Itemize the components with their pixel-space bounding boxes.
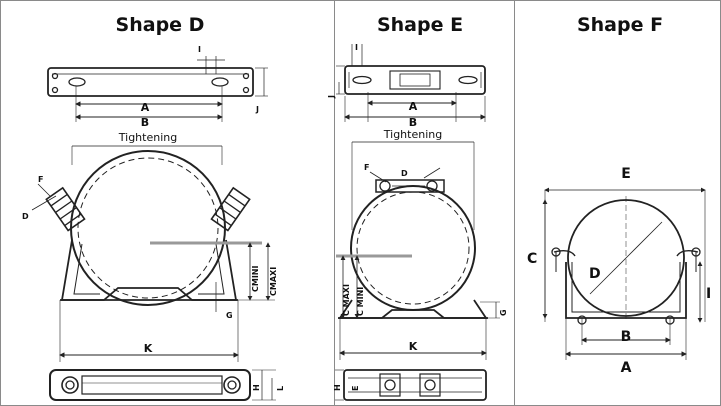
shape-f-label-i: I — [706, 286, 711, 302]
shape-e-label-cmini: C MINI — [356, 287, 365, 316]
shape-e-label-h: H — [333, 384, 342, 391]
shape-d-label-h: H — [252, 384, 261, 391]
shape-f-drawing — [542, 187, 706, 360]
divider-d-e — [334, 0, 335, 406]
shape-e-label-b: B — [409, 116, 417, 129]
shape-d-top-view — [47, 67, 254, 97]
shape-d-label-i: I — [198, 45, 201, 54]
shape-e-label-e: E — [351, 386, 360, 391]
divider-e-f — [514, 0, 515, 406]
shape-e-tightening: Tightening — [383, 128, 442, 141]
shape-d-pipe-outer — [70, 150, 226, 306]
shape-e-bottom-view — [343, 369, 487, 401]
shape-d-label-cmaxi: CMAXI — [269, 267, 278, 296]
shape-e-label-k: K — [409, 340, 418, 353]
shape-d-bottom-view — [49, 369, 251, 401]
shape-d-label-a: A — [141, 101, 150, 114]
shape-f-label-c: C — [527, 251, 537, 267]
shape-e-pipe-outer — [350, 185, 476, 311]
shape-d-title: Shape D — [115, 14, 205, 36]
shape-f-labels: E C D I B A — [527, 166, 711, 376]
shape-e-label-f: F — [364, 163, 369, 172]
shape-e-top-view — [344, 65, 486, 95]
shape-d-label-f: F — [38, 175, 43, 184]
shape-d-label-b: B — [141, 116, 149, 129]
shape-f-label-e: E — [621, 166, 631, 182]
shape-e-label-a: A — [409, 100, 418, 113]
shape-f-label-b: B — [621, 329, 632, 345]
shape-d-label-cmini: CMINI — [251, 265, 260, 292]
shape-d-label-g: G — [226, 311, 233, 320]
shape-e-label-g: G — [499, 309, 508, 316]
shape-d-labels: A B I J Tightening F D G K CMINI CMAXI H… — [22, 45, 285, 391]
shape-d-drawing — [31, 56, 276, 401]
shape-d-label-d: D — [22, 212, 29, 221]
shape-e-labels: A B I J Tightening F D G K C MAXI C MINI… — [327, 43, 508, 391]
shape-f-title: Shape F — [576, 14, 664, 36]
shape-f-label-a: A — [621, 360, 632, 376]
shape-e-label-i: I — [355, 43, 358, 52]
shape-d-tightening: Tightening — [118, 131, 177, 144]
shape-e-label-d: D — [401, 169, 408, 178]
shape-e-label-cmaxi: C MAXI — [342, 284, 351, 316]
shape-e-label-j: J — [327, 95, 336, 99]
shape-e-drawing — [335, 44, 500, 401]
shape-d-label-j: J — [255, 105, 259, 114]
shape-e-title: Shape E — [376, 14, 464, 36]
shape-d-label-l: L — [276, 386, 285, 391]
shape-f-label-d: D — [589, 266, 601, 282]
shape-d-label-k: K — [144, 342, 153, 355]
